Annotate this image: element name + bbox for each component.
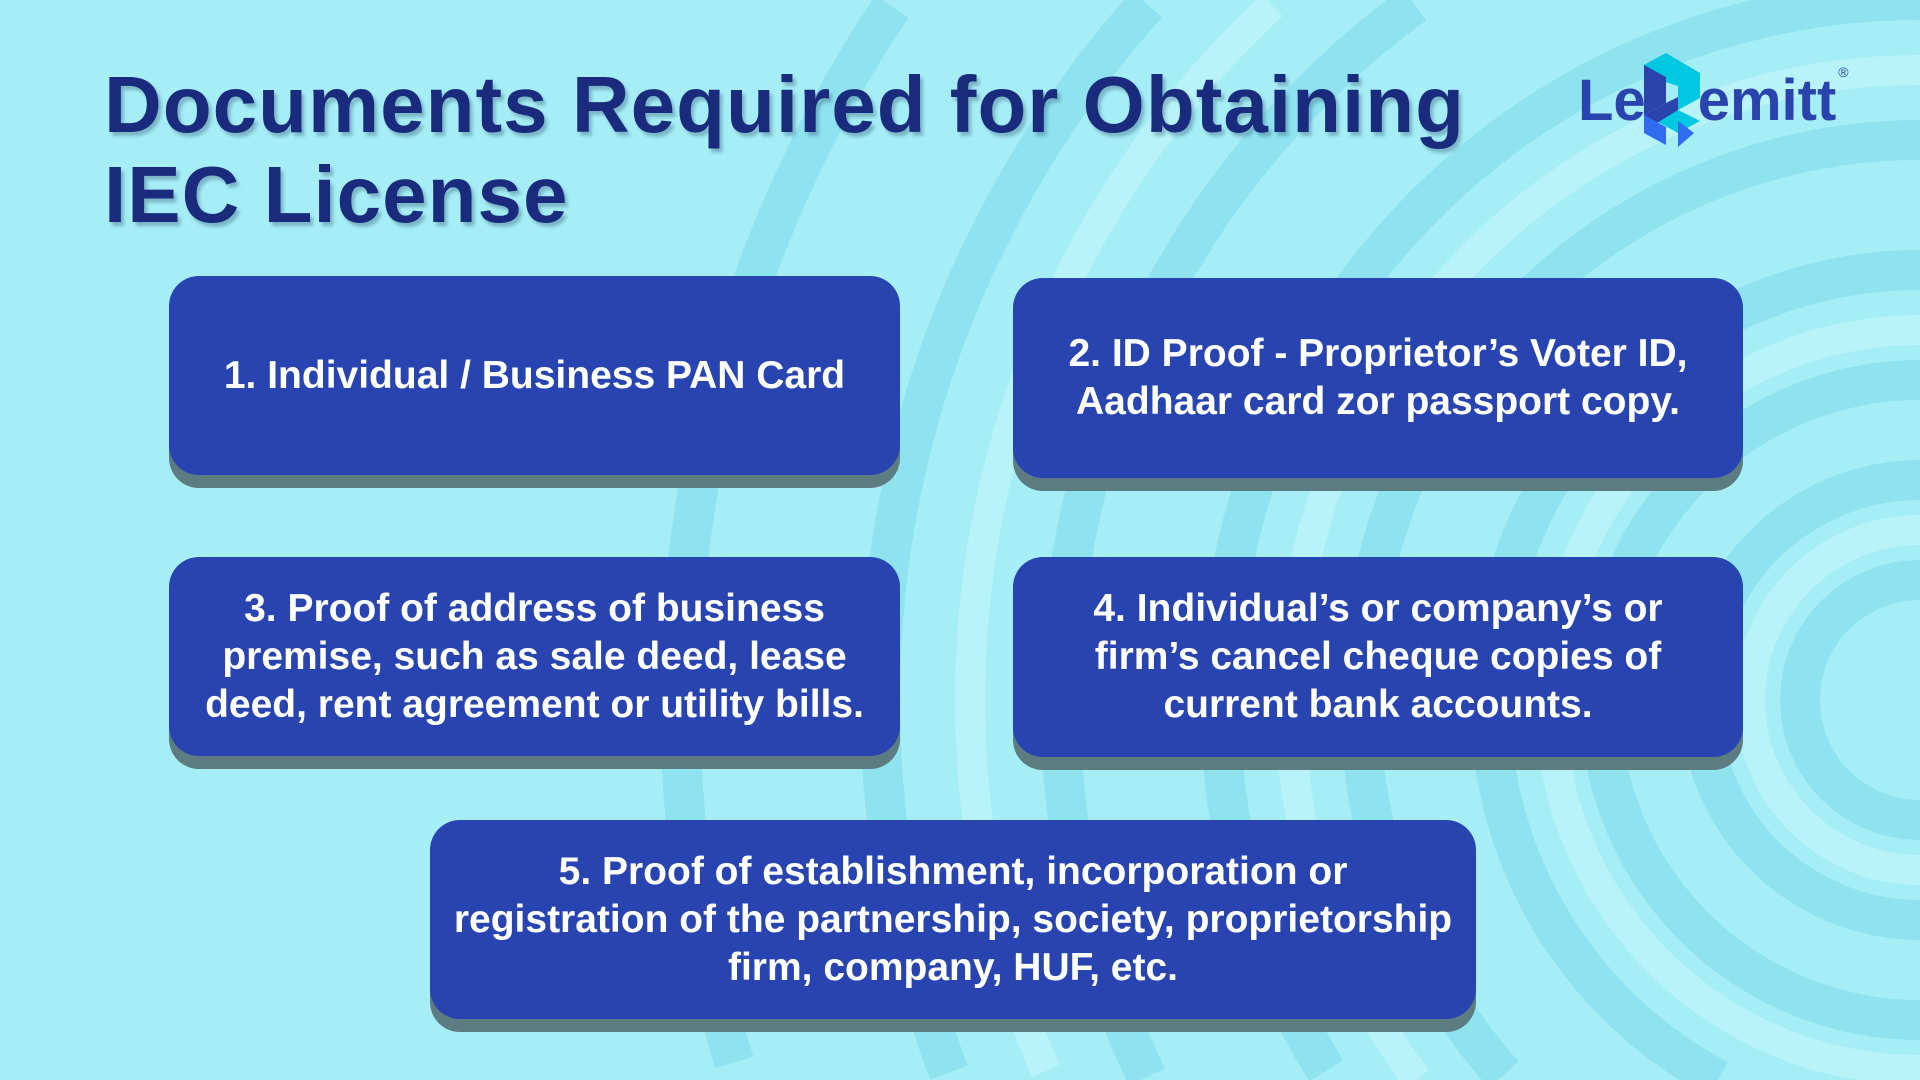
title-line-2: IEC License	[104, 150, 569, 239]
document-card-2: 2. ID Proof - Proprietor’s Voter ID, Aad…	[1013, 278, 1743, 478]
document-card-4: 4. Individual’s or company’s or firm’s c…	[1013, 557, 1743, 757]
title-line-1: Documents Required for Obtaining	[104, 60, 1465, 149]
document-text: 2. ID Proof - Proprietor’s Voter ID, Aad…	[1068, 332, 1688, 423]
logo-r-mark-icon	[1643, 52, 1700, 147]
background-arc	[1780, 560, 1920, 840]
logo-text-le: Le	[1578, 67, 1646, 133]
lexremitt-logo: Le emitt ®	[1578, 50, 1849, 150]
page-title: Documents Required for Obtaining IEC Lic…	[104, 60, 1465, 240]
document-text: 4. Individual’s or company’s or firm’s c…	[1093, 587, 1663, 726]
document-card-1: 1. Individual / Business PAN Card	[169, 276, 900, 475]
document-text: 5. Proof of establishment, incorporation…	[453, 849, 1453, 989]
document-text: 1. Individual / Business PAN Card	[223, 353, 846, 397]
logo-text-emitt: emitt	[1697, 67, 1837, 133]
background-arc	[1735, 515, 1920, 885]
registered-mark: ®	[1838, 64, 1849, 80]
document-card-5: 5. Proof of establishment, incorporation…	[430, 820, 1476, 1019]
document-card-3: 3. Proof of address of business premise,…	[169, 557, 900, 756]
document-text: 3. Proof of address of business premise,…	[205, 586, 864, 726]
